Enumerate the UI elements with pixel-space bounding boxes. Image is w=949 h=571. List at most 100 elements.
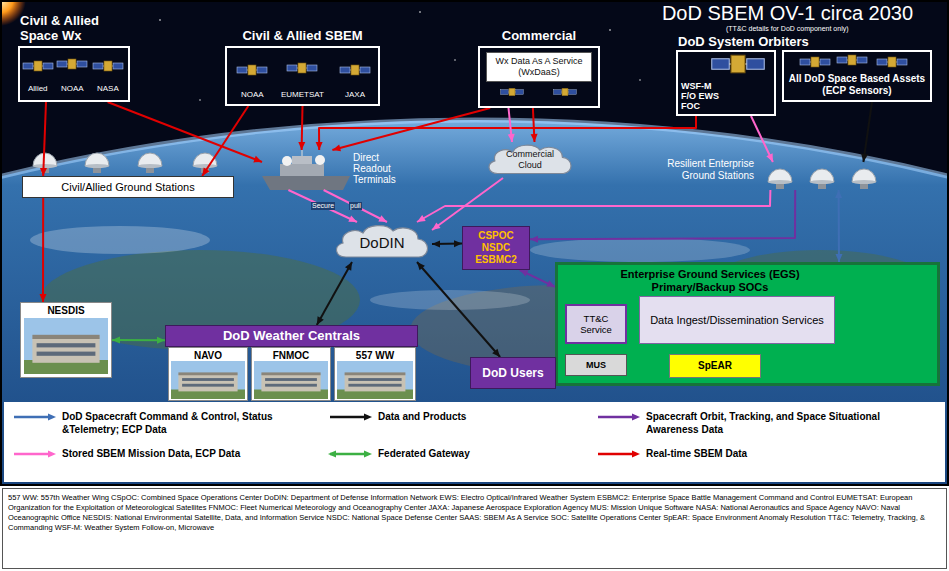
arrow-head	[378, 215, 387, 222]
arrow-head	[48, 414, 56, 421]
graphic-part	[254, 361, 328, 399]
legend-text: Real-time SBEM Data	[646, 447, 896, 460]
arrow-head	[836, 254, 843, 262]
graphic-part	[554, 88, 577, 96]
arrow-head	[48, 451, 56, 458]
node-label: All DoD Space Based Assets (ECP Sensors)	[784, 73, 930, 100]
ship-illustration	[262, 150, 350, 190]
center-box: FNMOC	[251, 347, 331, 401]
graphic-part	[262, 176, 350, 190]
arrow-head	[345, 262, 352, 271]
connector	[112, 337, 165, 344]
service-box: TT&C Service	[565, 304, 627, 344]
software-box: MUS	[565, 354, 627, 376]
connector	[332, 108, 490, 151]
connector	[298, 106, 305, 150]
connector-line	[319, 116, 696, 150]
annotation-label: NASA	[97, 84, 119, 93]
graphic-part	[302, 150, 303, 156]
service-box: Data Ingest/Dissemination Services	[639, 296, 835, 344]
arrow-head	[348, 215, 357, 222]
provider-group: Civil & Allied Space Wx	[18, 46, 130, 102]
graphic-part	[171, 361, 245, 399]
atmosphere	[0, 120, 949, 486]
agency-box: NESDIS	[20, 302, 112, 378]
center-box: NAVO	[168, 347, 248, 401]
connector	[520, 270, 555, 287]
graphic-part	[334, 347, 416, 401]
graphic-part	[282, 156, 292, 166]
node-heading: Civil & Allied SBEM	[227, 28, 378, 43]
graphic-part	[292, 156, 312, 164]
legend-sample	[14, 414, 56, 421]
graphic-part	[251, 347, 331, 401]
arrow-head	[157, 337, 165, 344]
graphic-part	[768, 169, 792, 189]
graphic-part	[20, 302, 112, 378]
annotation-label: JAXA	[345, 90, 365, 99]
connector	[40, 198, 47, 302]
connector-line	[838, 190, 840, 262]
annotation-label: (TT&C details for DoD component only)	[726, 25, 849, 33]
ground-services-box: Enterprise Ground Services (EGS) Primary…	[555, 262, 940, 386]
stars	[159, 11, 641, 101]
cloud-node: Commercial Cloud	[485, 142, 575, 178]
arrow-head	[40, 168, 47, 176]
arrow-head	[508, 134, 515, 142]
users-box: DoD Users	[470, 357, 556, 389]
arrow-head	[432, 222, 441, 230]
arrow-head	[531, 134, 538, 142]
graphic-part	[454, 59, 455, 60]
node-label: FNMOC	[273, 348, 310, 362]
footnote-box: 557 WW: 557th Weather Wing CSpOC: Combin…	[2, 488, 947, 569]
node-label: TT&C Service	[567, 313, 625, 335]
node-label: SpEAR	[698, 360, 732, 372]
arrow-head	[432, 240, 440, 247]
node-heading: Civil & Allied Space Wx	[20, 13, 120, 43]
connector-line	[417, 190, 770, 222]
arrow-head	[861, 154, 868, 162]
connector-line	[530, 190, 795, 239]
ground-station-box: Civil/Allied Ground Stations	[22, 176, 234, 198]
graphic-part	[57, 59, 87, 69]
connector-line	[43, 102, 46, 176]
graphic-part	[419, 11, 421, 13]
provider-group: CommercialWx Data As A Service (WxDaaS)	[478, 46, 600, 108]
frame	[1, 1, 948, 485]
arrow-head	[632, 451, 640, 458]
graphic-part	[315, 155, 325, 165]
footnote-text: 557 WW: 557th Weather Wing CSpOC: Combin…	[8, 493, 941, 533]
legend-sample	[598, 451, 640, 458]
legend-sample	[598, 414, 640, 421]
annotation-label: DoD System Orbiters	[678, 34, 809, 49]
graphic-part	[168, 347, 248, 401]
legend-text: Spacecraft Orbit, Tracking, and Space Si…	[646, 410, 896, 436]
arrow-head	[520, 270, 529, 277]
connector	[316, 116, 696, 150]
connector	[432, 178, 503, 230]
graphic-part	[30, 226, 210, 254]
graphic-part	[501, 88, 524, 96]
graphic-part	[340, 65, 370, 75]
edge-label: pull	[349, 202, 362, 210]
connector	[40, 102, 47, 176]
node-label: 557 WW	[356, 348, 394, 362]
arrow-head	[202, 167, 209, 176]
arrow-head	[417, 262, 425, 270]
connector	[108, 102, 262, 162]
arrow-head	[316, 142, 323, 150]
arrow-head	[298, 142, 305, 150]
annotation-label: NOAA	[241, 90, 264, 99]
legend-sample-line	[330, 416, 366, 419]
connector-line	[317, 262, 352, 325]
graphic-part	[639, 79, 640, 80]
graphic-part	[337, 361, 413, 399]
legend-text: DoD Spacecraft Command & Control, Status…	[62, 410, 292, 436]
node-label: Commercial Cloud	[485, 149, 575, 171]
ground-station-group: Resilient Enterprise Ground Stations	[758, 162, 882, 190]
graphic-part	[199, 99, 200, 100]
node-label: MUS	[586, 360, 606, 371]
graphic-part	[852, 169, 876, 189]
arrow-head	[632, 414, 640, 421]
legend-text: Federated Gateway	[378, 447, 578, 460]
